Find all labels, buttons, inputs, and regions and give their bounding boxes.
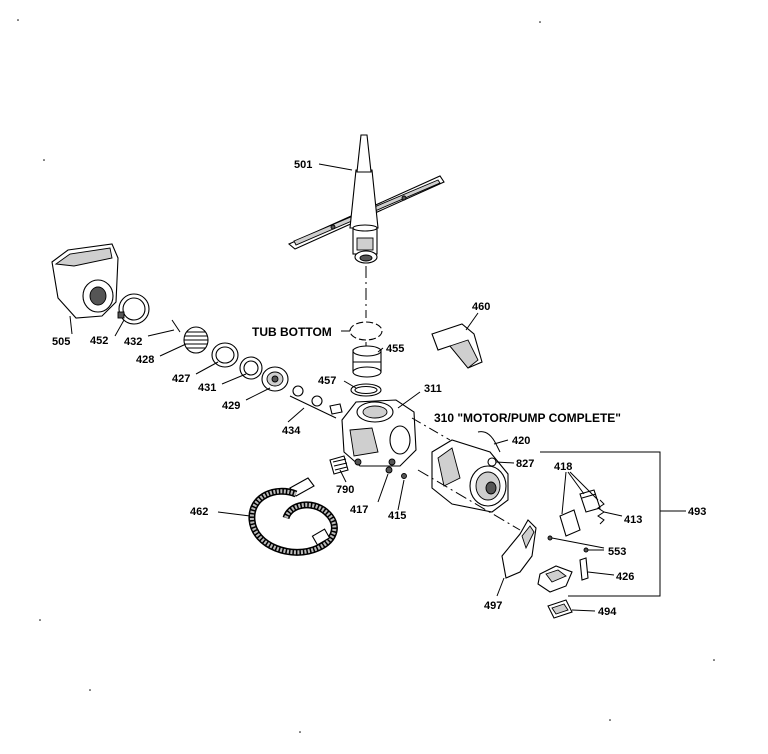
label-426: 426	[616, 571, 634, 583]
label-428: 428	[136, 354, 154, 366]
part-431-ring[interactable]	[239, 356, 263, 380]
part-493-group-bracket	[540, 451, 661, 597]
part-428-spring[interactable]	[183, 326, 209, 354]
part-505-sump[interactable]	[51, 243, 119, 319]
part-455-seal[interactable]	[352, 345, 382, 378]
part-434-fasteners[interactable]	[289, 385, 343, 419]
part-310-motor[interactable]	[431, 439, 509, 513]
label-417: 417	[350, 504, 368, 516]
part-311-pump-housing[interactable]	[341, 399, 417, 467]
part-460-chute[interactable]	[431, 323, 483, 369]
part-501-spray-arm[interactable]	[287, 134, 445, 264]
part-426-clip[interactable]	[579, 557, 589, 581]
label-501: 501	[294, 159, 312, 171]
part-790-plug[interactable]	[329, 455, 349, 475]
part-462-hose[interactable]	[248, 477, 338, 556]
part-capacitor-bracket[interactable]	[537, 565, 573, 593]
label-432: 432	[124, 336, 142, 348]
label-tub-bottom: TUB BOTTOM	[252, 325, 332, 339]
label-827: 827	[516, 458, 534, 470]
label-505: 505	[52, 336, 70, 348]
part-827-nut[interactable]	[487, 457, 497, 467]
part-432-pin[interactable]	[171, 319, 181, 333]
part-452-clamp[interactable]	[117, 293, 150, 325]
label-429: 429	[222, 400, 240, 412]
part-418-switch[interactable]	[559, 489, 601, 537]
label-462: 462	[190, 506, 208, 518]
part-497-bracket[interactable]	[501, 519, 537, 579]
label-434: 434	[282, 425, 301, 437]
label-455: 455	[386, 343, 404, 355]
axis-line-motor	[417, 469, 521, 531]
label-311: 311	[424, 383, 442, 395]
label-460: 460	[472, 301, 490, 313]
label-427: 427	[172, 373, 190, 385]
label-553: 553	[608, 546, 626, 558]
part-427-ring[interactable]	[211, 342, 239, 368]
label-413: 413	[624, 514, 642, 526]
tub-bottom-seal[interactable]	[349, 321, 383, 341]
axis-line-top-motor	[411, 417, 451, 441]
label-415: 415	[388, 510, 406, 522]
part-457-clamp[interactable]	[350, 383, 382, 397]
label-790: 790	[336, 484, 354, 496]
part-417-grommet[interactable]	[385, 466, 393, 474]
part-429-impeller[interactable]	[261, 366, 289, 392]
label-493: 493	[688, 506, 706, 518]
label-457: 457	[318, 375, 336, 387]
part-494-clip[interactable]	[547, 599, 573, 619]
label-418: 418	[554, 461, 572, 473]
part-420-wire[interactable]	[477, 431, 501, 453]
label-420: 420	[512, 435, 530, 447]
label-431: 431	[198, 382, 216, 394]
label-motor-pump-complete: 310 "MOTOR/PUMP COMPLETE"	[434, 411, 621, 425]
scan-specks	[17, 19, 715, 733]
part-415-screw[interactable]	[401, 473, 407, 479]
label-452: 452	[90, 335, 108, 347]
leader-lines	[69, 163, 686, 612]
label-494: 494	[598, 606, 617, 618]
label-497: 497	[484, 600, 502, 612]
